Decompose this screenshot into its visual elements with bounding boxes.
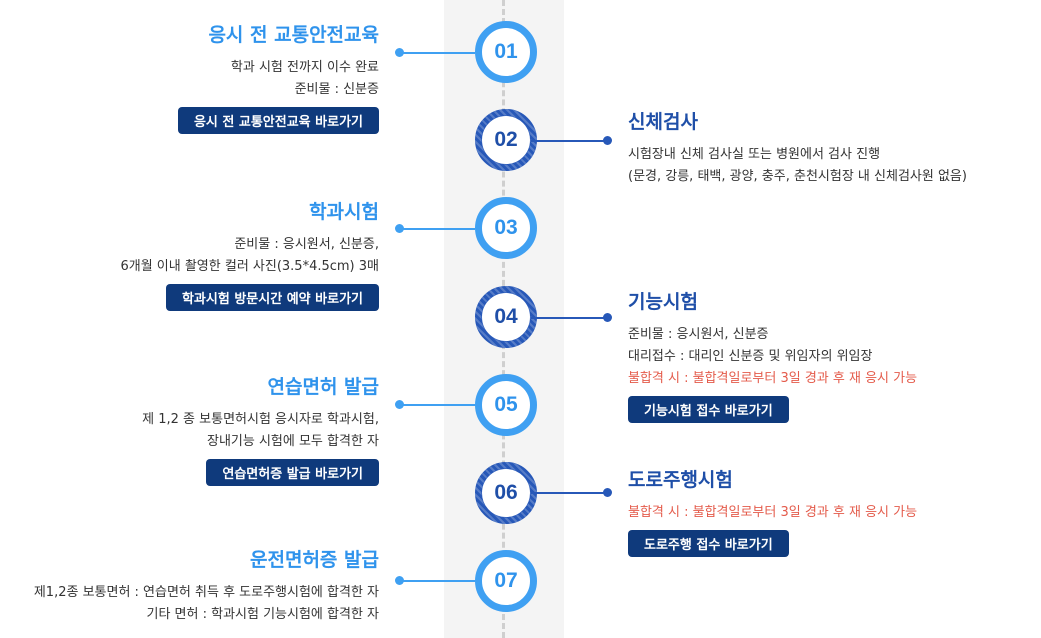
step-06-circle: 06 (475, 462, 537, 524)
step-02-connector (531, 140, 607, 142)
step-03-link-button[interactable]: 학과시험 방문시간 예약 바로가기 (165, 284, 379, 311)
step-07-title: 운전면허증 발급 (250, 549, 379, 571)
step-07-dot (395, 576, 404, 585)
step-01-dot (395, 48, 404, 57)
step-05-line-2: 장내기능 시험에 모두 합격한 자 (206, 434, 379, 449)
step-04-connector (531, 317, 607, 319)
step-05-connector (400, 404, 475, 406)
step-04-link-button[interactable]: 기능시험 접수 바로가기 (628, 396, 789, 423)
step-04-title: 기능시험 (628, 291, 698, 313)
step-01-line-2: 준비물 : 신분증 (294, 82, 379, 97)
step-05-line-1: 제 1,2 종 보통면허시험 응시자로 학과시험, (142, 412, 379, 427)
step-05-circle: 05 (475, 374, 537, 436)
step-02-content: 신체검사 시험장내 신체 검사실 또는 병원에서 검사 진행 (문경, 강릉, … (628, 107, 967, 188)
step-01-content: 응시 전 교통안전교육 학과 시험 전까지 이수 완료 준비물 : 신분증 응시… (177, 20, 379, 134)
step-03-title: 학과시험 (309, 201, 379, 223)
step-01-connector (400, 52, 475, 54)
step-06-link-button[interactable]: 도로주행 접수 바로가기 (628, 530, 789, 557)
step-06-notice: 불합격 시 : 불합격일로부터 3일 경과 후 재 응시 가능 (628, 505, 918, 520)
step-02-line-2: (문경, 강릉, 태백, 광양, 충주, 춘천시험장 내 신체검사원 없음) (628, 169, 967, 184)
step-03-circle: 03 (475, 197, 537, 259)
step-02-circle: 02 (475, 109, 537, 171)
step-06-content: 도로주행시험 불합격 시 : 불합격일로부터 3일 경과 후 재 응시 가능 도… (628, 465, 917, 557)
step-06-connector (531, 492, 607, 494)
step-07-line-1: 제1,2종 보통면허 : 연습면허 취득 후 도로주행시험에 합격한 자 (33, 585, 379, 600)
step-05-title: 연습면허 발급 (267, 376, 380, 398)
step-03-dot (395, 224, 404, 233)
step-04-dot (603, 313, 612, 322)
step-03-line-1: 준비물 : 응시원서, 신분증, (234, 237, 379, 252)
step-06-dot (603, 488, 612, 497)
step-03-line-2: 6개월 이내 촬영한 컬러 사진(3.5*4.5cm) 3매 (120, 259, 379, 274)
step-04-line-2: 대리접수 : 대리인 신분증 및 위임자의 위임장 (628, 349, 873, 364)
step-05-content: 연습면허 발급 제 1,2 종 보통면허시험 응시자로 학과시험, 장내기능 시… (142, 372, 379, 486)
step-02-title: 신체검사 (628, 111, 698, 133)
step-01-link-button[interactable]: 응시 전 교통안전교육 바로가기 (177, 107, 379, 134)
step-01-title: 응시 전 교통안전교육 (208, 24, 379, 46)
step-05-dot (395, 400, 404, 409)
step-04-notice: 불합격 시 : 불합격일로부터 3일 경과 후 재 응시 가능 (628, 371, 918, 386)
step-07-circle: 07 (475, 550, 537, 612)
step-01-circle: 01 (475, 21, 537, 83)
step-01-line-1: 학과 시험 전까지 이수 완료 (230, 60, 379, 75)
step-04-line-1: 준비물 : 응시원서, 신분증 (628, 327, 769, 342)
step-02-line-1: 시험장내 신체 검사실 또는 병원에서 검사 진행 (628, 147, 881, 162)
step-07-line-2: 기타 면허 : 학과시험 기능시험에 합격한 자 (146, 607, 380, 622)
step-03-connector (400, 228, 475, 230)
step-07-content: 운전면허증 발급 제1,2종 보통면허 : 연습면허 취득 후 도로주행시험에 … (34, 545, 379, 626)
step-04-circle: 04 (475, 286, 537, 348)
step-06-title: 도로주행시험 (628, 469, 733, 491)
step-03-content: 학과시험 준비물 : 응시원서, 신분증, 6개월 이내 촬영한 컬러 사진(3… (120, 197, 379, 311)
step-02-dot (603, 136, 612, 145)
step-04-content: 기능시험 준비물 : 응시원서, 신분증 대리접수 : 대리인 신분증 및 위임… (628, 287, 917, 423)
step-07-connector (400, 580, 475, 582)
step-05-link-button[interactable]: 연습면허증 발급 바로가기 (206, 459, 379, 486)
